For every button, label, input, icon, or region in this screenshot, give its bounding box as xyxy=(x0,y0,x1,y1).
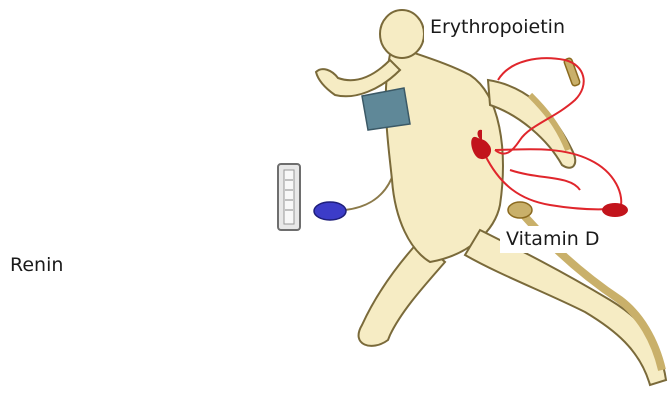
blood-pressure-gauge-icon xyxy=(278,164,300,230)
label-renin: Renin xyxy=(4,252,69,279)
label-erythropoietin: Erythropoietin xyxy=(424,14,571,41)
blood-pressure-cuff xyxy=(362,88,410,130)
label-vitamin-d: Vitamin D xyxy=(500,226,605,253)
adrenal-kidney-lower-icon xyxy=(602,203,628,217)
inflation-bulb-icon xyxy=(314,202,346,220)
runner-body xyxy=(316,10,666,385)
